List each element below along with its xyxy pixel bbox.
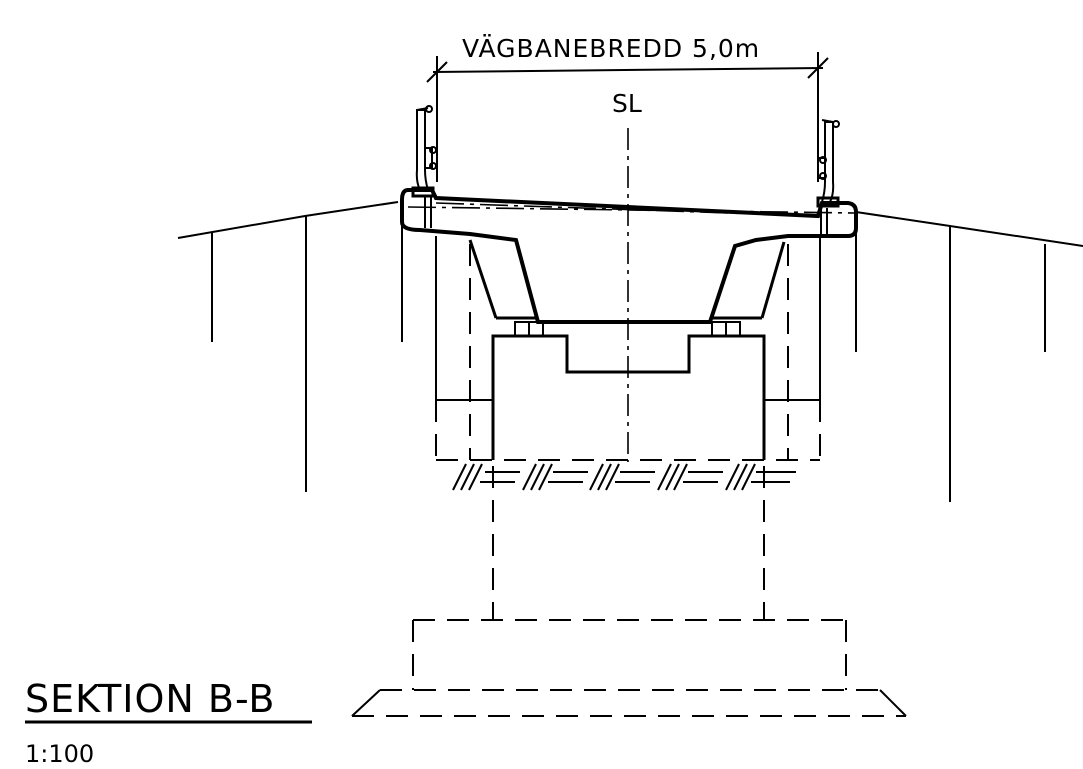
hidden-lines xyxy=(351,244,907,717)
deck-outline xyxy=(400,188,858,324)
railing-bolt xyxy=(429,146,437,154)
hatch xyxy=(733,463,748,491)
ground-hatching xyxy=(452,463,796,491)
road-surface-line xyxy=(435,202,819,217)
railing-bolt xyxy=(819,156,827,164)
roadway-width-dimension: VÄGBANEBREDD 5,0m xyxy=(426,34,829,182)
railing-bolt xyxy=(425,105,433,113)
ground-profile xyxy=(177,201,1083,502)
hatch xyxy=(538,463,553,491)
railing-right xyxy=(816,119,840,208)
web-line-left xyxy=(468,239,498,319)
hatch xyxy=(673,463,688,491)
dimension-label: VÄGBANEBREDD 5,0m xyxy=(462,34,760,63)
dimension-tick-left xyxy=(426,61,448,83)
section-title: SEKTION B-B xyxy=(25,677,275,721)
hatch xyxy=(468,463,483,491)
base-slope-left xyxy=(351,689,381,717)
hatch xyxy=(452,463,467,491)
railing-top xyxy=(821,119,834,123)
abutment xyxy=(435,236,821,460)
road-surface-line xyxy=(407,206,856,214)
title-block: SEKTION B-B 1:100 xyxy=(25,677,312,768)
centerline-label: SL xyxy=(612,89,642,118)
hatch xyxy=(605,463,620,491)
railing-bolt xyxy=(832,120,840,128)
railing-left xyxy=(411,105,437,198)
bridge-deck xyxy=(400,188,858,324)
railing-bolt xyxy=(819,172,827,180)
web-line-right xyxy=(760,241,786,319)
hatch xyxy=(597,463,612,491)
dimension-tick-right xyxy=(807,57,829,79)
railing-bolt xyxy=(429,162,437,170)
railing-post xyxy=(415,109,430,191)
hatch xyxy=(657,463,672,491)
railing-bracket xyxy=(424,147,433,169)
abutment-outline xyxy=(491,334,766,460)
hatch xyxy=(460,463,475,491)
base-slope-right xyxy=(879,689,907,717)
hatch xyxy=(589,463,604,491)
railing-bracket xyxy=(817,157,826,179)
scale-label: 1:100 xyxy=(25,740,94,768)
centerline: SL xyxy=(612,89,642,462)
hatch xyxy=(725,463,740,491)
ground-line-right xyxy=(855,211,1083,247)
hatch xyxy=(530,463,545,491)
hatch xyxy=(741,463,756,491)
hatch xyxy=(522,463,537,491)
hatch xyxy=(665,463,680,491)
dimension-line xyxy=(432,67,824,73)
